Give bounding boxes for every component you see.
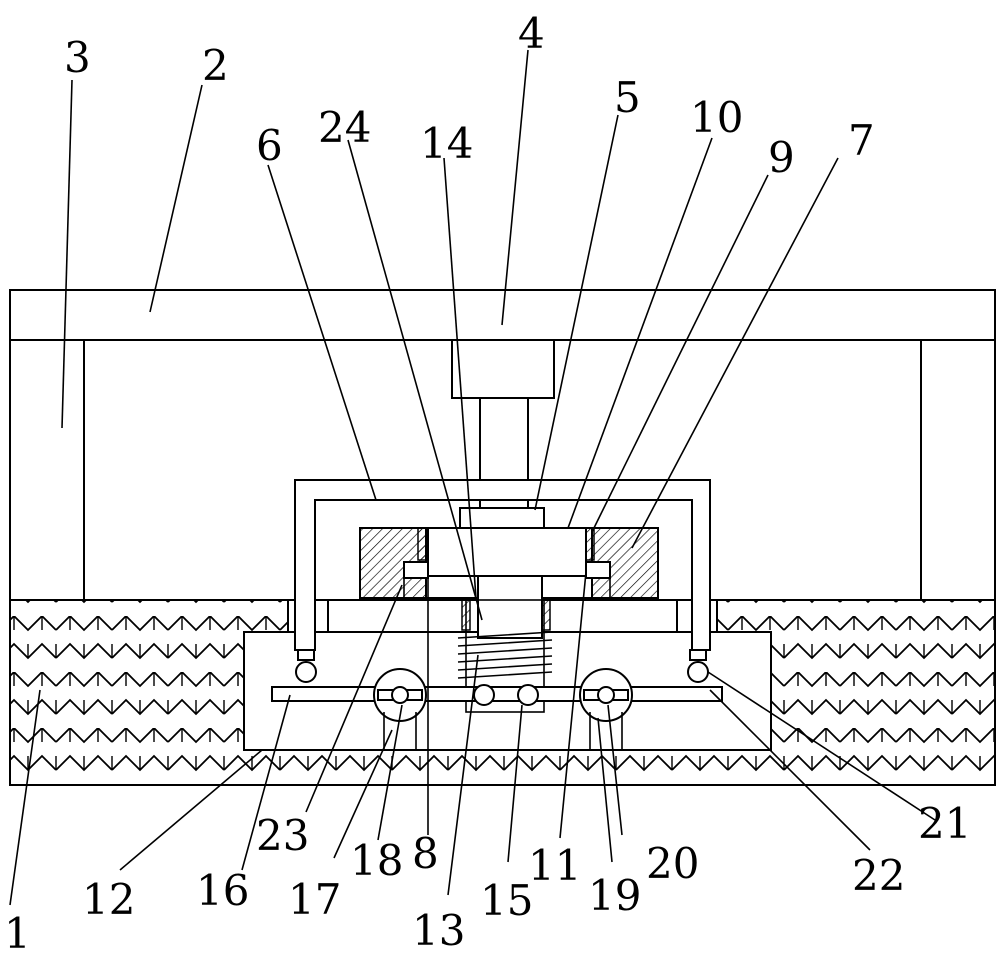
- label-16: 16: [196, 866, 249, 915]
- side-columns: [9, 339, 996, 601]
- part-labels: 1 2 3 4 5 6 7 8 9 10 11 12 13 14 15 16 1…: [4, 9, 971, 953]
- label-8: 8: [412, 829, 439, 878]
- label-1: 1: [4, 909, 31, 953]
- label-15: 15: [480, 876, 533, 925]
- label-7: 7: [848, 116, 875, 165]
- connector-plate: [459, 507, 545, 529]
- push-rod: [477, 575, 543, 639]
- label-19: 19: [588, 871, 641, 920]
- label-3: 3: [64, 33, 91, 82]
- label-4: 4: [518, 9, 545, 58]
- label-14: 14: [420, 119, 473, 168]
- label-12: 12: [82, 875, 135, 924]
- side-clips: [403, 561, 611, 598]
- label-20: 20: [646, 839, 699, 888]
- label-10: 10: [690, 93, 743, 142]
- label-21: 21: [918, 799, 971, 848]
- label-13: 13: [412, 906, 465, 953]
- spring: [457, 599, 553, 713]
- label-23: 23: [256, 811, 309, 860]
- foot-balls: [295, 649, 709, 683]
- label-17: 17: [288, 875, 341, 924]
- label-9: 9: [768, 133, 795, 182]
- label-22: 22: [852, 851, 905, 900]
- wheels: [373, 668, 633, 750]
- slide-bar: [271, 686, 723, 702]
- label-2: 2: [202, 41, 229, 90]
- label-18: 18: [350, 836, 403, 885]
- press-block: [427, 527, 587, 577]
- label-24: 24: [318, 103, 371, 152]
- leader-lines: [9, 49, 936, 906]
- label-5: 5: [614, 73, 641, 122]
- center-balls: [473, 684, 539, 706]
- label-6: 6: [256, 121, 283, 170]
- label-11: 11: [528, 841, 581, 890]
